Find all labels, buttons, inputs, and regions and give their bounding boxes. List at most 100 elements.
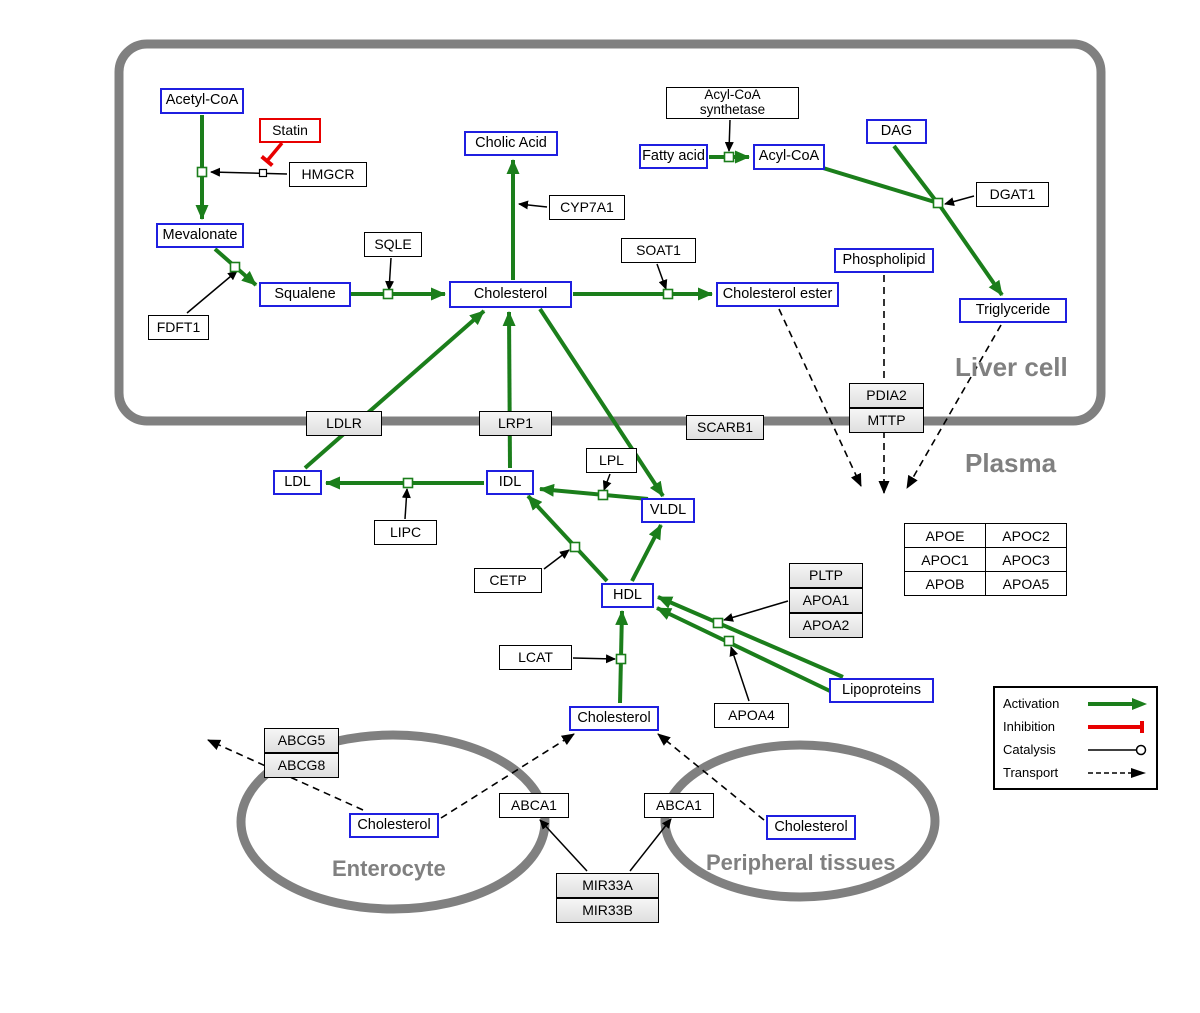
transport-enterocyte-cholesterol xyxy=(440,733,575,819)
node-mir33b[interactable]: MIR33B xyxy=(556,898,659,923)
node-sqle[interactable]: SQLE xyxy=(364,232,422,257)
node-lcat[interactable]: LCAT xyxy=(499,645,572,670)
node-soat1[interactable]: SOAT1 xyxy=(621,238,696,263)
edge-hdl-idl-via-cetp xyxy=(526,494,609,583)
anchor-square xyxy=(723,151,735,163)
catalysis-lipc xyxy=(401,488,411,520)
transport-cholesterolester-plasma xyxy=(778,308,862,487)
node-apoc2[interactable]: APOC2 xyxy=(985,523,1067,548)
catalysis-sqle xyxy=(385,257,395,291)
node-cholesterol-enterocyte[interactable]: Cholesterol xyxy=(349,813,439,838)
catalysis-hmgcr xyxy=(210,167,288,177)
catalysis-lcat xyxy=(572,654,616,664)
node-apoe[interactable]: APOE xyxy=(904,523,986,548)
node-acyl-coa-synthetase[interactable]: Acyl-CoA synthetase xyxy=(666,87,799,119)
node-fatty-acid[interactable]: Fatty acid xyxy=(639,144,708,169)
node-apob[interactable]: APOB xyxy=(904,571,986,596)
node-scarb1[interactable]: SCARB1 xyxy=(686,415,764,440)
node-mir33a[interactable]: MIR33A xyxy=(556,873,659,898)
anchor-square xyxy=(382,288,394,300)
plasma-label: Plasma xyxy=(965,448,1057,478)
regulation-mir33-abca1-left xyxy=(539,819,588,872)
anchor-square xyxy=(569,541,581,553)
node-lpl[interactable]: LPL xyxy=(586,448,637,473)
node-fdft1[interactable]: FDFT1 xyxy=(148,315,209,340)
node-apoc1[interactable]: APOC1 xyxy=(904,547,986,572)
node-acetyl-coa[interactable]: Acetyl-CoA xyxy=(160,88,244,114)
legend: Activation Inhibition Catalysis Transpor… xyxy=(993,686,1158,790)
node-apoa1[interactable]: APOA1 xyxy=(789,588,863,613)
node-abca1-right[interactable]: ABCA1 xyxy=(644,793,714,818)
transport-peripheral-cholesterol xyxy=(657,733,765,821)
node-hmgcr[interactable]: HMGCR xyxy=(289,162,367,187)
node-abcg5[interactable]: ABCG5 xyxy=(264,728,339,753)
node-acyl-coa[interactable]: Acyl-CoA xyxy=(753,144,825,170)
node-cholesterol-peripheral[interactable]: Cholesterol xyxy=(766,815,856,840)
node-statin[interactable]: Statin xyxy=(259,118,321,143)
legend-catalysis-row: Catalysis xyxy=(1003,738,1148,761)
node-abcg8[interactable]: ABCG8 xyxy=(264,753,339,778)
node-idl[interactable]: IDL xyxy=(486,470,534,495)
anchor-square xyxy=(712,617,724,629)
node-ldlr[interactable]: LDLR xyxy=(306,411,382,436)
edge-lipoproteins-hdl-lower xyxy=(656,606,831,693)
catalysis-apoa4 xyxy=(729,646,750,702)
catalysis-lpl xyxy=(602,473,612,491)
node-triglyceride[interactable]: Triglyceride xyxy=(959,298,1067,323)
node-phospholipid[interactable]: Phospholipid xyxy=(834,248,934,273)
inhibition-statin-hmgcr xyxy=(260,141,284,168)
node-cholesterol-ester[interactable]: Cholesterol ester xyxy=(716,282,839,307)
node-cholic-acid[interactable]: Cholic Acid xyxy=(464,131,558,156)
transport-dashed-arrow-icon xyxy=(1088,767,1146,778)
node-mttp[interactable]: MTTP xyxy=(849,408,924,433)
node-squalene[interactable]: Squalene xyxy=(259,282,351,307)
anchor-square xyxy=(196,166,208,178)
legend-inhibition-row: Inhibition xyxy=(1003,715,1148,738)
catalysis-pltp-group xyxy=(723,600,789,622)
node-cyp7a1[interactable]: CYP7A1 xyxy=(549,195,625,220)
node-dgat1[interactable]: DGAT1 xyxy=(976,182,1049,207)
enterocyte-label: Enterocyte xyxy=(332,856,446,881)
anchor-square xyxy=(662,288,674,300)
peripheral-tissues-label: Peripheral tissues xyxy=(706,850,896,875)
node-hdl[interactable]: HDL xyxy=(601,583,654,608)
node-apoc3[interactable]: APOC3 xyxy=(985,547,1067,572)
anchor-square xyxy=(932,197,944,209)
node-apoa4[interactable]: APOA4 xyxy=(714,703,789,728)
node-mevalonate[interactable]: Mevalonate xyxy=(156,223,244,248)
node-lipoproteins[interactable]: Lipoproteins xyxy=(829,678,934,703)
anchor-square xyxy=(402,477,414,489)
node-abca1-left[interactable]: ABCA1 xyxy=(499,793,569,818)
node-lrp1[interactable]: LRP1 xyxy=(479,411,552,436)
node-cetp[interactable]: CETP xyxy=(474,568,542,593)
node-pltp[interactable]: PLTP xyxy=(789,563,863,588)
node-vldl[interactable]: VLDL xyxy=(641,498,695,523)
node-cholesterol-plasma[interactable]: Cholesterol xyxy=(569,706,659,731)
edge-vldl-idl xyxy=(539,483,649,501)
node-lipc[interactable]: LIPC xyxy=(374,520,437,545)
node-dag[interactable]: DAG xyxy=(866,119,927,144)
catalysis-acylcoa-synthetase xyxy=(724,119,734,152)
legend-transport-row: Transport xyxy=(1003,761,1148,784)
inhibition-anchor-square xyxy=(258,168,268,178)
liver-cell-label: Liver cell xyxy=(955,352,1068,382)
node-apoa2[interactable]: APOA2 xyxy=(789,613,863,638)
activation-arrow-icon xyxy=(1088,697,1147,710)
catalysis-cyp7a1 xyxy=(518,200,548,210)
anchor-square xyxy=(597,489,609,501)
edge-hdl-vldl xyxy=(630,524,663,582)
legend-inhibition-label: Inhibition xyxy=(1003,719,1056,734)
regulation-mir33-abca1-right xyxy=(629,818,672,872)
transport-triglyceride-plasma xyxy=(906,324,1002,489)
legend-activation-row: Activation xyxy=(1003,692,1148,715)
legend-catalysis-label: Catalysis xyxy=(1003,742,1056,757)
node-cholesterol-liver[interactable]: Cholesterol xyxy=(449,281,572,308)
legend-transport-label: Transport xyxy=(1003,765,1059,780)
node-apoa5[interactable]: APOA5 xyxy=(985,571,1067,596)
node-ldl[interactable]: LDL xyxy=(273,470,322,495)
node-pdia2[interactable]: PDIA2 xyxy=(849,383,924,408)
edge-dag-junction xyxy=(892,144,938,203)
catalysis-soat1 xyxy=(656,263,668,290)
